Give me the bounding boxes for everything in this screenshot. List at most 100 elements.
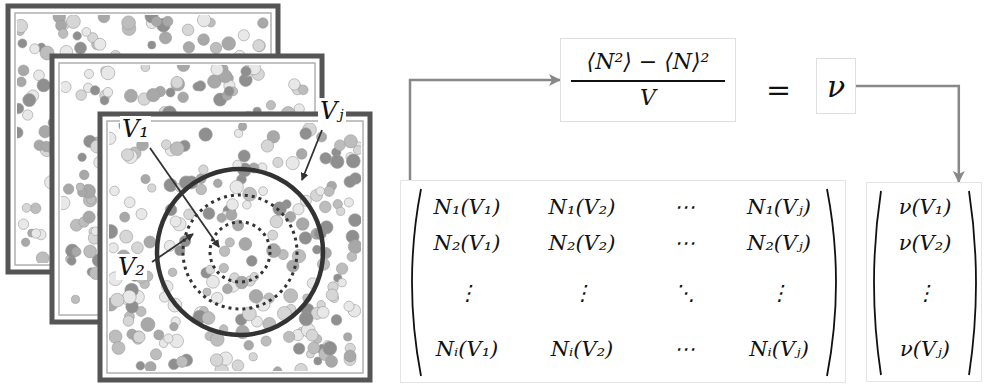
leader-line — [150, 148, 219, 247]
particle — [177, 65, 189, 72]
particle — [199, 165, 208, 174]
particle — [320, 153, 331, 164]
count-matrix: N₁(V₁)N₁(V₂)⋯N₁(Vⱼ)N₂(V₁)N₂(V₂)⋯N₂(Vⱼ)⋮⋮… — [400, 180, 846, 383]
particle — [123, 316, 134, 327]
particle — [197, 15, 210, 27]
particle — [163, 16, 173, 26]
particle — [141, 65, 150, 72]
particle — [110, 293, 124, 307]
particle — [73, 32, 81, 40]
particle — [331, 155, 344, 168]
matrix-entry: Nᵢ(V₁) — [436, 339, 499, 360]
volume-label: V₂ — [116, 254, 147, 280]
particle — [103, 87, 113, 97]
particle — [214, 179, 223, 188]
particle — [232, 360, 244, 371]
particle — [222, 37, 236, 51]
particle — [244, 341, 254, 351]
result-symbol: ν — [827, 69, 845, 104]
particle — [148, 41, 156, 49]
particle — [123, 290, 137, 304]
fraction-denominator: V — [640, 85, 656, 111]
particle — [284, 289, 298, 303]
particle — [286, 157, 299, 170]
particle — [346, 154, 360, 168]
matrix-entry: N₂(V₁) — [434, 233, 501, 254]
matrix-entry: ⋮ — [769, 283, 790, 304]
particle — [100, 96, 109, 105]
particle — [23, 94, 36, 107]
particle — [37, 79, 50, 92]
particle — [238, 30, 249, 41]
particle — [18, 39, 27, 48]
particle — [300, 128, 312, 140]
particle — [268, 230, 278, 240]
leader-lines — [150, 130, 322, 262]
particle — [299, 85, 309, 95]
particle — [147, 88, 160, 101]
particle — [17, 103, 24, 113]
particle — [30, 44, 40, 54]
particles — [109, 123, 361, 371]
leader-line — [302, 130, 322, 180]
particle — [284, 331, 295, 342]
particle — [120, 212, 130, 222]
particle — [72, 247, 81, 256]
particle — [150, 349, 161, 360]
particle — [82, 28, 91, 37]
particle — [261, 336, 271, 346]
volume-label: Vⱼ — [318, 98, 346, 124]
matrix-entry: N₂(V₂) — [549, 233, 616, 254]
particle — [247, 256, 258, 267]
particle — [136, 209, 147, 220]
particle — [168, 268, 177, 277]
flow-arrow — [856, 86, 959, 182]
particle — [17, 77, 26, 87]
particle — [323, 341, 337, 355]
particle — [230, 180, 243, 193]
particle — [121, 149, 133, 161]
matrix-entry: N₁(V₂) — [549, 197, 616, 218]
particle — [61, 196, 70, 209]
particle — [164, 334, 173, 343]
particle — [133, 331, 145, 343]
particle — [182, 24, 194, 36]
particle — [203, 208, 215, 220]
particle — [17, 19, 28, 32]
particle — [219, 246, 229, 256]
particle — [344, 198, 353, 207]
particle — [267, 244, 281, 258]
particle — [261, 140, 273, 152]
particle — [170, 216, 181, 227]
particle — [239, 123, 247, 131]
vector-entry: ν(Vⱼ) — [900, 339, 950, 360]
particle — [110, 186, 120, 196]
particle — [273, 367, 281, 371]
matrix-entry: ⋱ — [674, 283, 695, 304]
particle — [39, 126, 51, 138]
particle — [154, 330, 164, 340]
particle — [31, 229, 40, 238]
particle — [166, 88, 175, 97]
particle — [23, 110, 33, 120]
particle — [243, 201, 252, 210]
particle — [109, 330, 122, 343]
particle — [109, 243, 118, 253]
particle — [78, 153, 86, 161]
particle — [109, 225, 118, 239]
particle — [112, 341, 125, 354]
particle — [63, 184, 73, 194]
matrix-entry: Nᵢ(V₂) — [551, 339, 614, 360]
matrix-entry: Nᵢ(Vⱼ) — [749, 339, 809, 360]
particle — [101, 66, 115, 80]
particle — [75, 42, 87, 54]
particle — [335, 140, 346, 151]
particle — [124, 89, 137, 102]
formula-box: ⟨N²⟩ − ⟨N⟩²V — [560, 38, 736, 122]
particle — [18, 219, 28, 229]
particle — [58, 29, 68, 39]
particle — [225, 238, 234, 247]
particle — [132, 242, 144, 254]
particle — [152, 17, 162, 27]
particle — [136, 362, 145, 371]
